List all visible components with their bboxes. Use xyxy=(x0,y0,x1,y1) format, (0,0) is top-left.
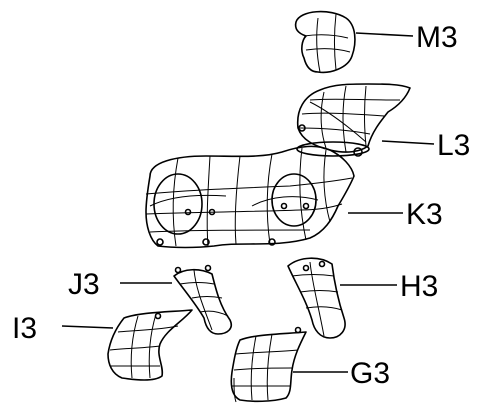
leader-m3 xyxy=(355,32,414,37)
label-i3: I3 xyxy=(12,312,37,345)
label-g3: G3 xyxy=(350,357,390,390)
part-g3 xyxy=(230,326,307,403)
part-h3 xyxy=(287,257,346,339)
leader-i3 xyxy=(61,325,114,329)
part-k3 xyxy=(145,145,355,249)
part-j3 xyxy=(173,264,233,335)
label-l3: L3 xyxy=(437,129,470,162)
label-h3: H3 xyxy=(400,270,438,303)
label-m3: M3 xyxy=(416,21,458,54)
part-i3 xyxy=(107,309,193,381)
part-m3 xyxy=(294,10,356,74)
leader-l3 xyxy=(381,140,435,145)
part-l3 xyxy=(296,83,411,157)
label-k3: K3 xyxy=(406,198,443,231)
label-j3: J3 xyxy=(68,268,100,301)
